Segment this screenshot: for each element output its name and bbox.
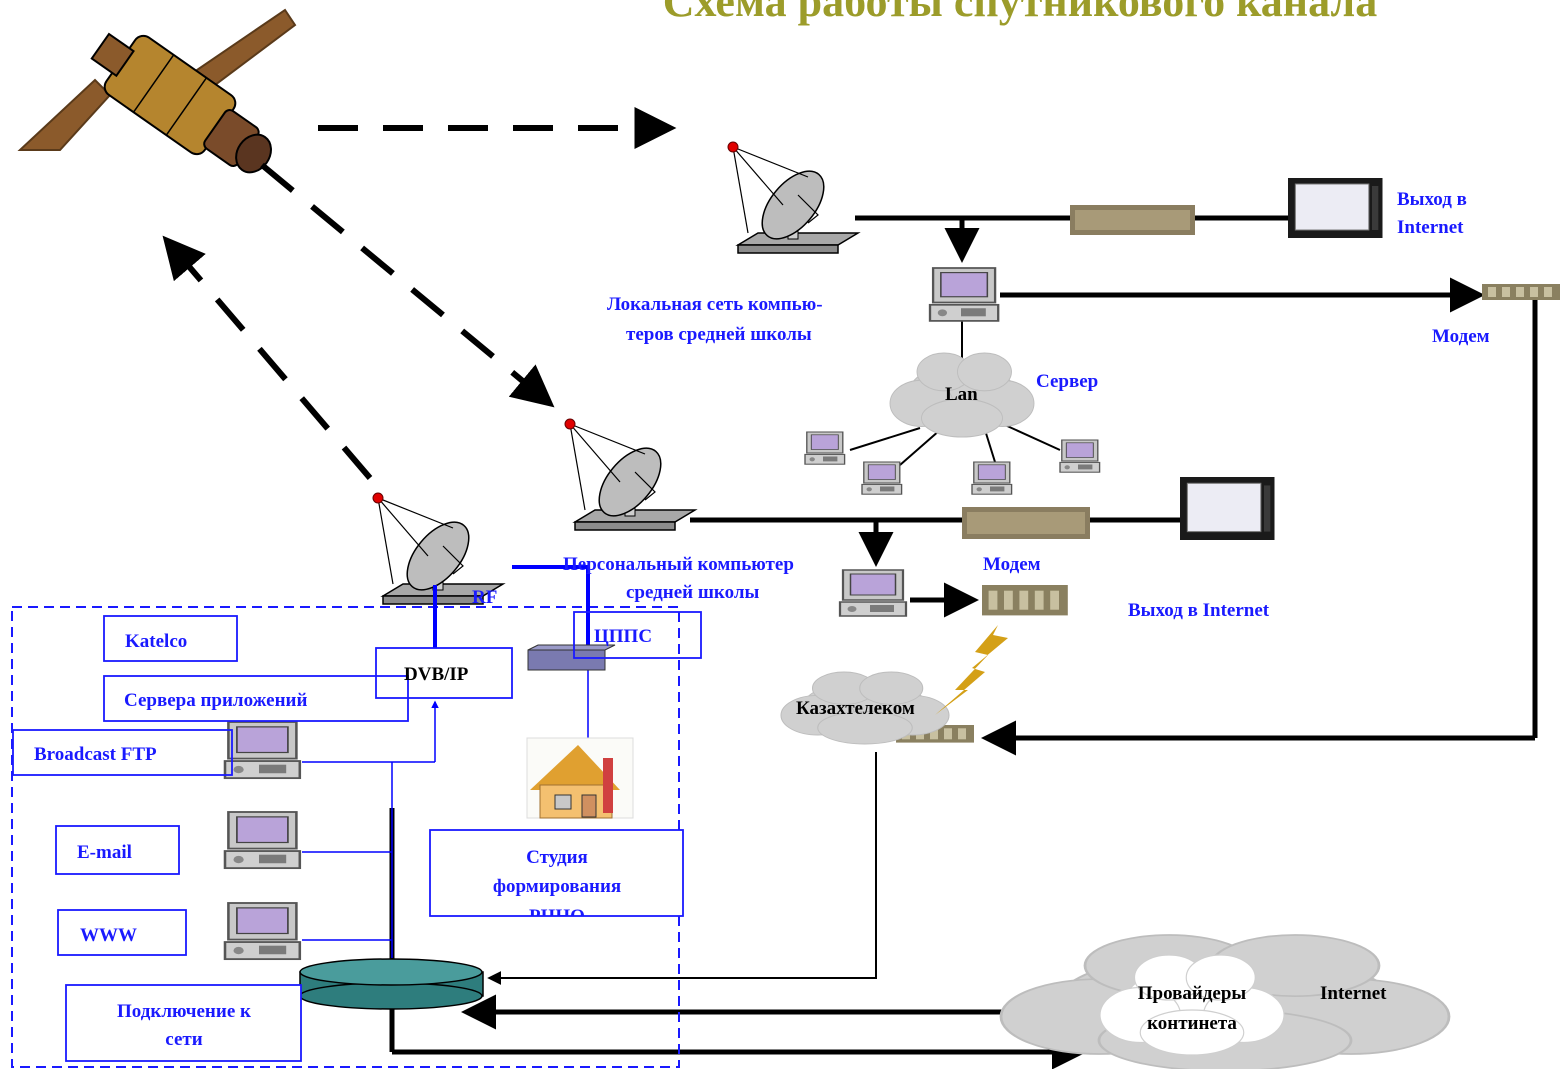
computer-icon [223,810,302,870]
diagram-title: Схема работы спутникового канала [663,0,1377,26]
lan-school-label: теров средней школы [626,324,812,345]
lan-label: Lan [945,384,978,405]
dish-icon [727,141,859,254]
katelco-label: Katelco [125,631,187,652]
computer-icon [1059,439,1101,473]
dish-icon [564,418,696,531]
blue-thin-links [302,668,589,958]
computer-icon [223,901,302,961]
cpps-label: ЦППС [594,626,652,647]
studio-clip: РЦНО [529,906,585,927]
modem-icon [962,507,1090,539]
providers-label: Провайдеры [1138,983,1247,1004]
connect-label: Подключение к [117,1001,251,1022]
house-icon [526,737,634,819]
computer-icon [804,431,846,465]
studio-label: формирования [493,876,621,897]
router-icon [527,644,616,671]
kazakhtelecom-label: Казахтелеком [796,698,915,719]
dvb-ip-box [375,647,513,699]
internet-label: Internet [1320,983,1387,1004]
satellite-icon [17,8,297,174]
monitor-icon [1287,177,1384,239]
connect-box [65,984,302,1062]
modem-icon [1482,284,1560,300]
rf-label: RF [472,587,497,608]
pc-school-label: Персональный компьютер [563,554,794,575]
lan-school-label: Локальная сеть компью- [607,294,823,315]
exit-internet-label: Выход в [1397,189,1467,210]
blue-links [433,565,590,656]
satellite-links [162,107,677,480]
exit-internet-label: Выход в Internet [1128,600,1270,621]
app-servers-box [103,675,409,722]
thin-lines [487,318,1061,985]
connection-lines [389,215,1538,1069]
broadcast-ftp-box [12,729,233,776]
app-servers-label: Сервера приложений [124,690,307,711]
modem-icon [982,585,1068,616]
lightning-icon [935,625,1008,715]
email-box [55,825,180,875]
dvb-ip-label: DVB/IP [404,664,469,685]
cpps-box [573,611,702,659]
exit-internet-label: Internet [1397,217,1464,238]
providers-label: континета [1147,1013,1237,1034]
modem-label: Модем [1432,326,1490,347]
modem-label: Модем [983,554,1041,575]
computer-icon [861,461,903,495]
pc-school-label: средней школы [626,582,760,603]
computer-icon [928,266,1000,323]
broadcast-ftp-label: Broadcast FTP [34,744,157,765]
studio-label: РЦНО [529,906,585,927]
www-label: WWW [80,925,137,946]
studio-box [429,829,684,917]
computer-icon [838,568,908,618]
studio-label: Студия [526,847,588,868]
email-label: E-mail [77,842,132,863]
monitor-icon [1179,476,1276,541]
katelco-box [103,615,238,662]
connect-label: сети [165,1029,202,1050]
www-box [57,909,187,956]
computer-icon [223,720,302,780]
computer-icon [971,461,1013,495]
hub-icon [299,958,484,1010]
modem-icon [1070,205,1195,235]
server-label: Сервер [1036,371,1098,392]
